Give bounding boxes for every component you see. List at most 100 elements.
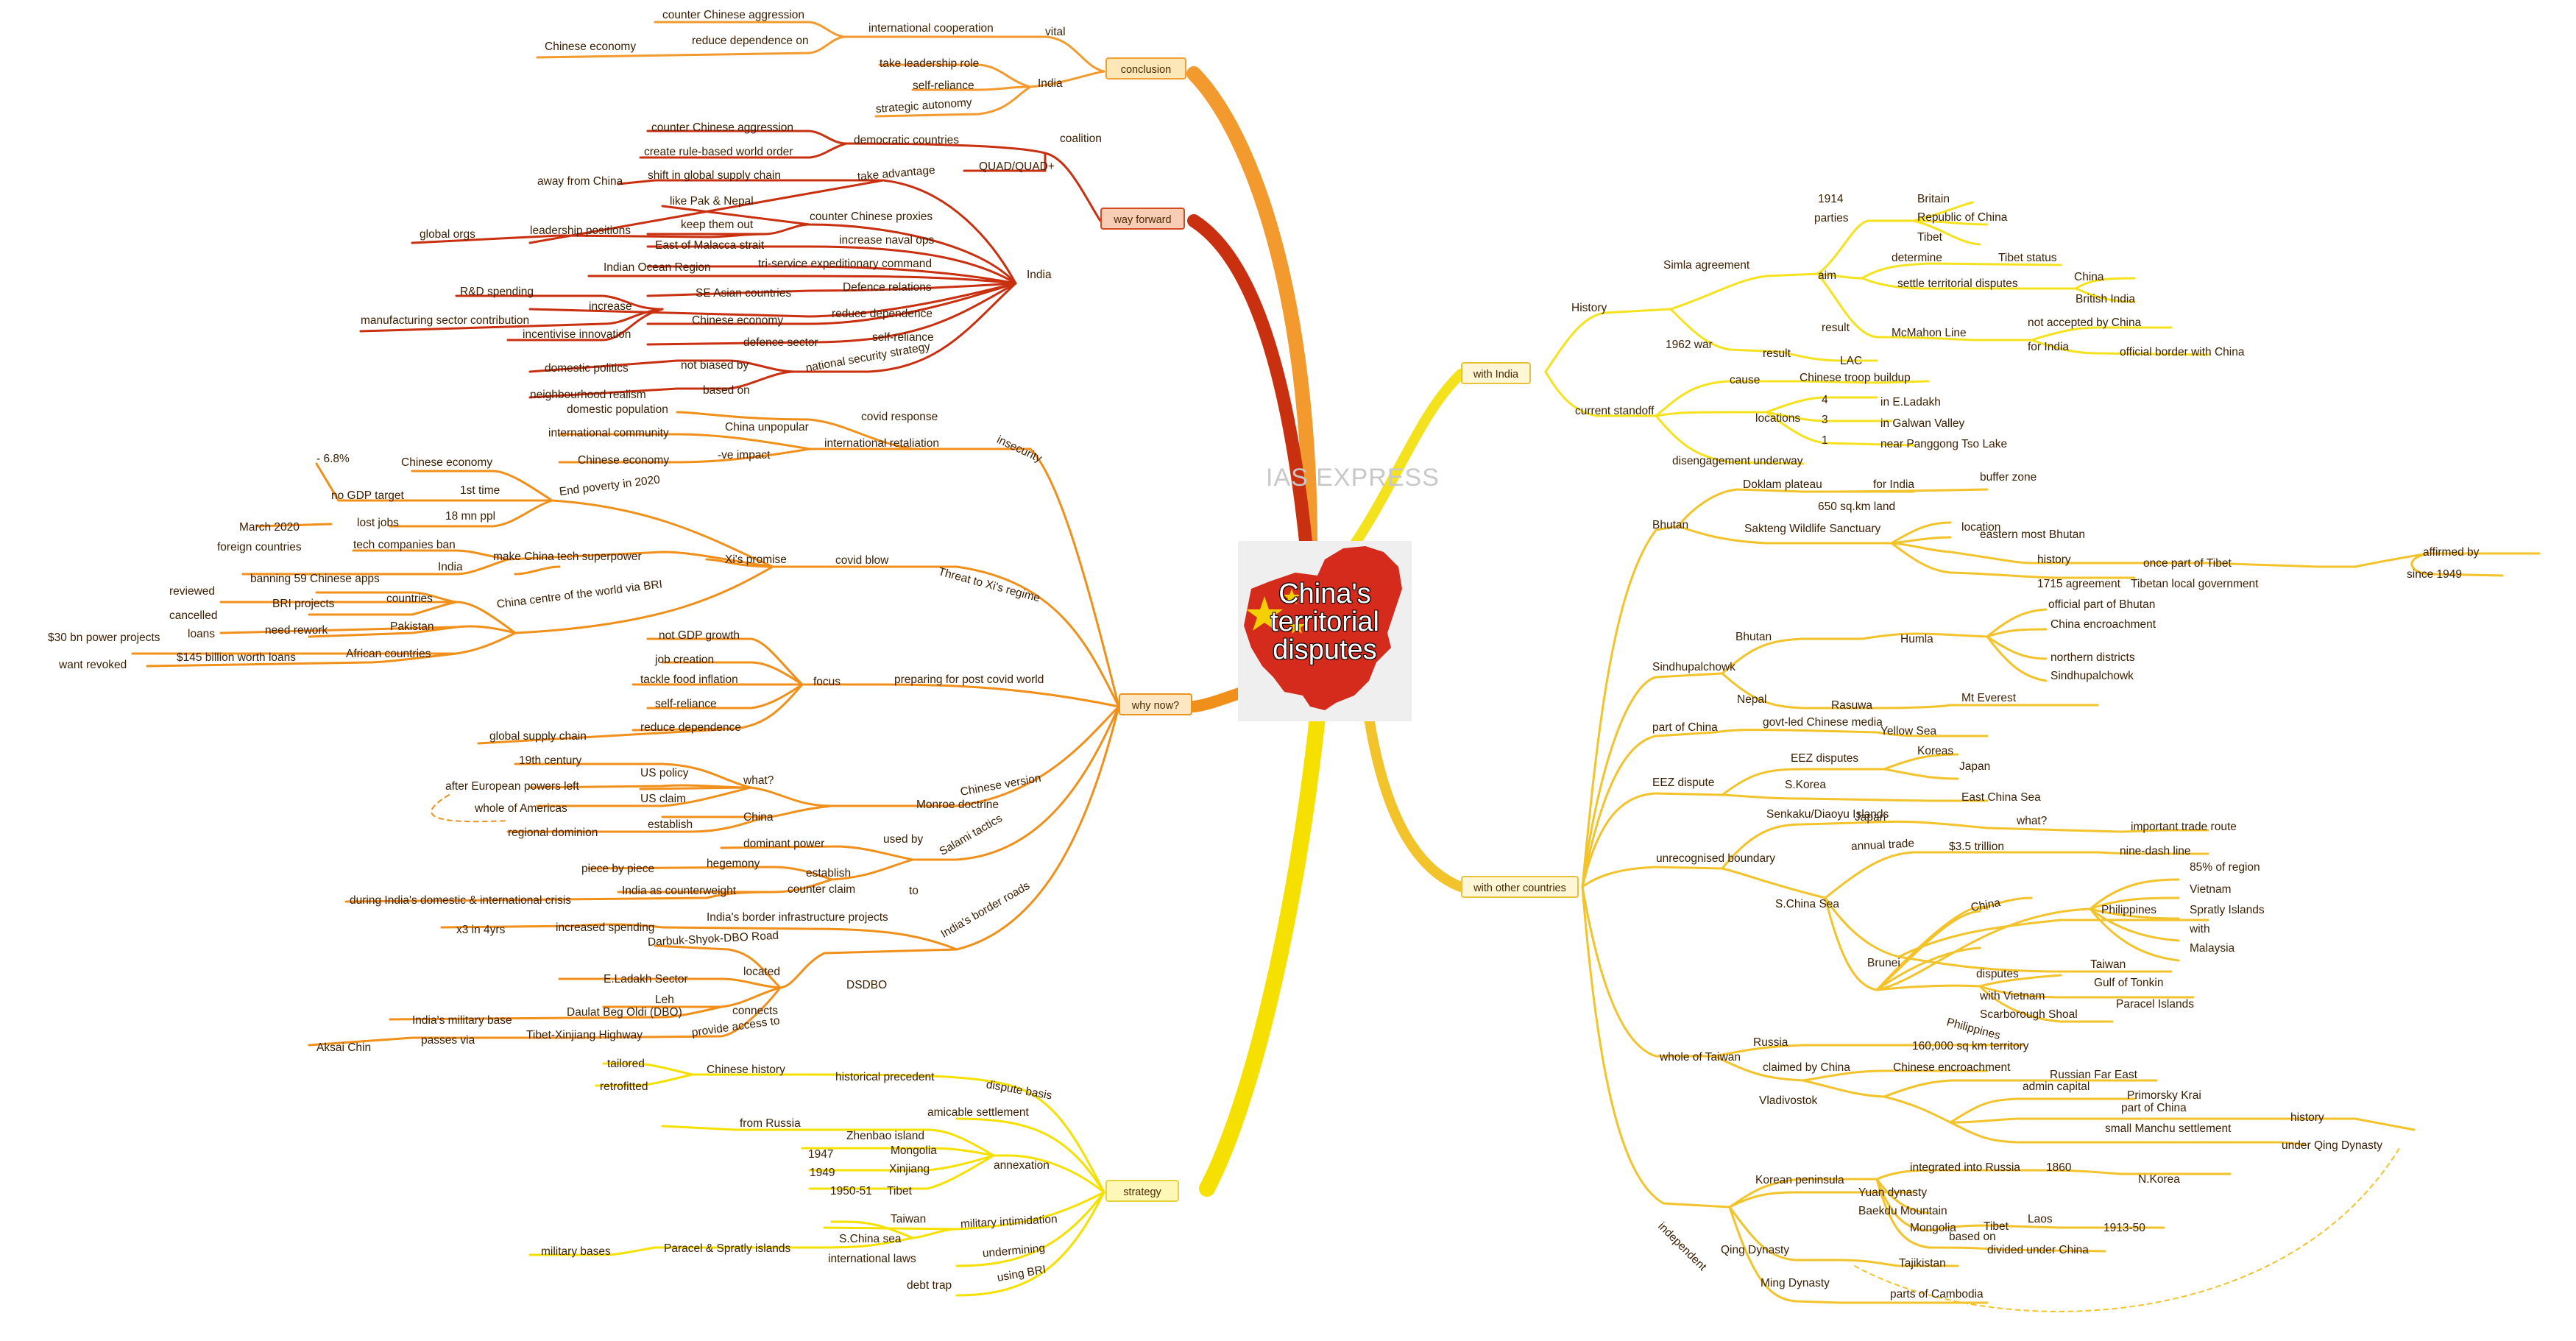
node-label[interactable]: take leadership role <box>880 57 980 70</box>
node-label[interactable]: international cooperation <box>868 22 994 35</box>
node-label[interactable]: 650 sq.km land <box>1818 500 1896 513</box>
node-label[interactable]: official part of Bhutan <box>2048 598 2156 611</box>
node-label[interactable]: Daulat Beg Oldi (DBO) <box>567 1006 682 1019</box>
node-label[interactable]: Tibet-Xinjiang Highway <box>526 1029 643 1041</box>
node-label[interactable]: BRI projects <box>272 598 335 610</box>
node-label[interactable]: 1962 war <box>1666 339 1713 351</box>
node-label[interactable]: historical precedent <box>835 1071 935 1083</box>
node-label[interactable]: unrecognised boundary <box>1656 852 1776 865</box>
node-label[interactable]: what? <box>2017 815 2048 827</box>
node-label[interactable]: shift in global supply chain <box>648 169 781 182</box>
node-label[interactable]: reviewed <box>169 585 216 598</box>
node-label[interactable]: Xinjiang <box>889 1163 930 1175</box>
node-label[interactable]: official border with China <box>2120 346 2245 358</box>
node-label[interactable]: Britain <box>1917 193 1950 205</box>
node-label[interactable]: admin capital <box>2023 1080 2090 1093</box>
node-label[interactable]: integrated into Russia <box>1910 1161 2020 1174</box>
node-label[interactable]: Ming Dynasty <box>1761 1277 1830 1289</box>
node-label[interactable]: in Galwan Valley <box>1880 417 1965 430</box>
node-label[interactable]: 160,000 sq km territory <box>1912 1040 2029 1052</box>
node-label[interactable]: disputes <box>1976 968 2019 980</box>
node-label[interactable]: near Panggong Tso Lake <box>1880 438 2008 450</box>
node-label[interactable]: Tibet <box>1917 231 1942 244</box>
node-label[interactable]: govt-led Chinese media <box>1763 716 1883 729</box>
node-label[interactable]: important trade route <box>2131 821 2237 833</box>
node-label[interactable]: Humla <box>1900 633 1933 645</box>
node-label[interactable]: Zhenbao island <box>846 1130 924 1142</box>
node-label[interactable]: locations <box>1755 412 1801 425</box>
node-label[interactable]: S.China sea <box>839 1233 902 1245</box>
node-label[interactable]: SE Asian countries <box>696 287 792 300</box>
node-label[interactable]: Republic of China <box>1917 211 2008 224</box>
node-label[interactable]: northern districts <box>2050 651 2135 664</box>
node-label[interactable]: result <box>1822 322 1850 334</box>
node-label[interactable]: India's border infrastructure projects <box>707 911 888 924</box>
node-label[interactable]: international community <box>548 427 669 439</box>
node-label[interactable]: claimed by China <box>1763 1061 1850 1074</box>
node-label[interactable]: 1860 <box>2046 1161 2072 1174</box>
node-label[interactable]: Chinese history <box>707 1064 785 1076</box>
node-label[interactable]: Aksai Chin <box>316 1041 372 1054</box>
node-label[interactable]: LAC <box>1840 355 1863 367</box>
node-label[interactable]: since 1949 <box>2407 568 2462 581</box>
node-label[interactable]: parts of Cambodia <box>1890 1288 1984 1301</box>
node-label[interactable]: for India <box>2028 341 2070 353</box>
node-label[interactable]: EEZ disputes <box>1791 752 1859 765</box>
node-label[interactable]: India's military base <box>412 1014 512 1027</box>
node-label[interactable]: 1913-50 <box>2103 1222 2145 1234</box>
topic-way-forward[interactable]: way forward <box>1100 208 1185 230</box>
node-label[interactable]: tech companies ban <box>353 539 456 551</box>
node-label[interactable]: counter Chinese proxies <box>810 210 933 223</box>
node-label[interactable]: whole of Americas <box>475 802 567 815</box>
node-label[interactable]: with Vietnam <box>1980 990 2045 1002</box>
node-label[interactable]: from Russia <box>740 1117 801 1130</box>
node-label[interactable]: counter Chinese aggression <box>651 121 794 134</box>
node-label[interactable]: tailored <box>607 1058 645 1070</box>
node-label[interactable]: Xi's promise <box>725 553 787 566</box>
node-label[interactable]: Senkaku/Diaoyu Islands <box>1766 808 1889 821</box>
node-label[interactable]: debt trap <box>907 1279 952 1292</box>
node-label[interactable]: African countries <box>346 648 431 660</box>
node-label[interactable]: India <box>1038 77 1063 90</box>
node-label[interactable]: aim <box>1818 269 1836 282</box>
node-label[interactable]: nine-dash line <box>2120 845 2191 857</box>
node-label[interactable]: EEZ dispute <box>1652 776 1715 789</box>
node-label[interactable]: Defence relations <box>843 281 932 294</box>
node-label[interactable]: S.Korea <box>1785 779 1827 791</box>
node-label[interactable]: self-reliance <box>655 698 717 710</box>
node-label[interactable]: create rule-based world order <box>644 146 793 158</box>
node-label[interactable]: affirmed by <box>2423 546 2480 559</box>
node-label[interactable]: S.China Sea <box>1775 898 1840 910</box>
node-label[interactable]: determine <box>1892 252 1942 264</box>
node-label[interactable]: Laos <box>2028 1213 2053 1225</box>
node-label[interactable]: make China tech superpower <box>493 551 642 563</box>
node-label[interactable]: no GDP target <box>331 489 404 502</box>
node-label[interactable]: Korean peninsula <box>1755 1174 1844 1186</box>
node-label[interactable]: Mongolia <box>891 1144 937 1157</box>
node-label[interactable]: connects <box>732 1005 779 1017</box>
node-label[interactable]: N.Korea <box>2138 1173 2180 1186</box>
node-label[interactable]: manufacturing sector contribution <box>361 314 530 327</box>
node-label[interactable]: location <box>1961 521 2001 534</box>
node-label[interactable]: Malaysia <box>2190 942 2235 955</box>
node-label[interactable]: 1st time <box>460 484 500 497</box>
node-label[interactable]: neighbourhood realism <box>530 389 646 401</box>
node-label[interactable]: Taiwan <box>891 1213 927 1225</box>
node-label[interactable]: loans <box>188 628 216 640</box>
node-label[interactable]: Brunei <box>1867 957 1900 969</box>
node-label[interactable]: self-reliance <box>913 79 974 92</box>
node-label[interactable]: tackle food inflation <box>640 673 738 686</box>
node-label[interactable]: once part of Tibet <box>2143 557 2232 570</box>
node-label[interactable]: self-reliance <box>872 331 934 344</box>
node-label[interactable]: R&D spending <box>460 286 534 298</box>
node-label[interactable]: part of China <box>1652 721 1718 734</box>
node-label[interactable]: establish <box>806 867 852 880</box>
node-label[interactable]: reduce dependence on <box>692 35 809 47</box>
node-label[interactable]: Tibet <box>887 1185 912 1197</box>
node-label[interactable]: Russian Far East <box>2050 1069 2137 1081</box>
node-label[interactable]: Mt Everest <box>1961 692 2017 704</box>
node-label[interactable]: disengagement underway <box>1672 455 1803 467</box>
node-label[interactable]: QUAD/QUAD+ <box>979 160 1055 173</box>
node-label[interactable]: Primorsky Krai <box>2127 1089 2201 1102</box>
node-label[interactable]: Leh <box>655 994 674 1006</box>
